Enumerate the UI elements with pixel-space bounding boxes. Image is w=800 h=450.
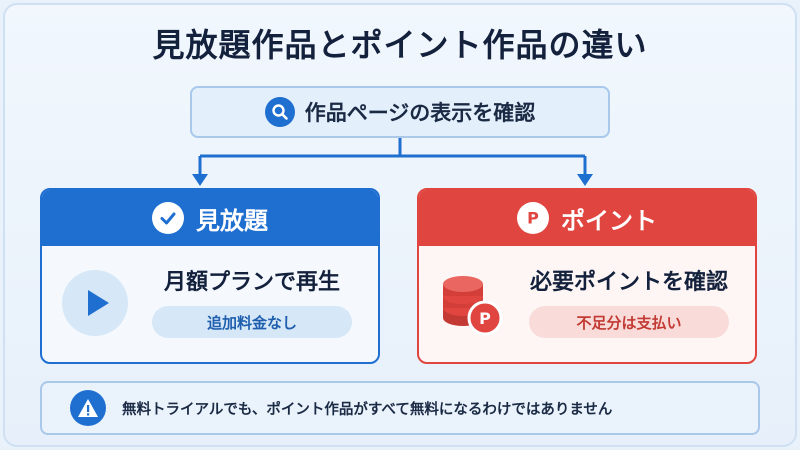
svg-text:P: P [479,309,491,328]
coin-stack-icon: P [437,268,507,338]
point-card: P ポイント P 必要ポイントを確認 不足分は支払い [417,188,757,364]
unlimited-card: 見放題 月額プランで再生 追加料金なし [40,188,380,364]
svg-text:P: P [527,209,539,228]
unlimited-card-title: 見放題 [196,206,268,235]
p-icon: P [517,202,549,234]
play-icon [60,268,130,338]
point-card-title: ポイント [561,206,657,235]
point-card-body: P 必要ポイントを確認 不足分は支払い [419,246,755,362]
search-icon [264,97,295,127]
check-page-label: 作品ページの表示を確認 [304,101,536,125]
check-icon [152,202,184,234]
point-card-header: P ポイント [419,190,755,246]
unlimited-main-text: 月額プランで再生 [163,270,340,295]
unlimited-card-body: 月額プランで再生 追加料金なし [42,246,378,362]
warning-note-text: 無料トライアルでも、ポイント作品がすべて無料になるわけではありません [122,401,613,418]
point-main-text: 必要ポイントを確認 [529,270,728,295]
page-title: 見放題作品とポイント作品の違い [152,26,648,64]
check-page-box: 作品ページの表示を確認 [190,86,610,138]
point-pill: 不足分は支払い [529,306,729,338]
unlimited-pill: 追加料金なし [152,306,352,338]
warning-note: 無料トライアルでも、ポイント作品がすべて無料になるわけではありません [40,381,760,435]
unlimited-card-header: 見放題 [42,190,378,246]
warning-icon [70,390,106,426]
